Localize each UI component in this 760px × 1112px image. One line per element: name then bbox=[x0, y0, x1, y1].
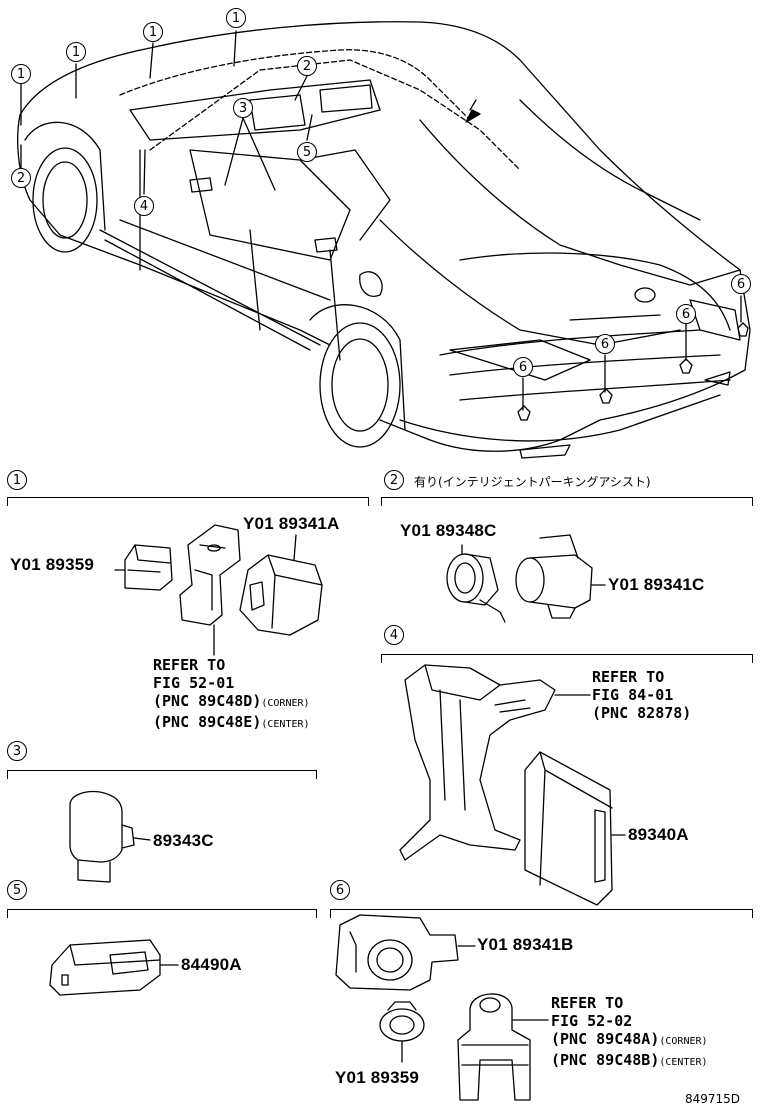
part-label-89341b: Y01 89341B bbox=[477, 935, 574, 954]
section-5-bracket bbox=[7, 909, 317, 918]
section-1-bracket bbox=[7, 497, 369, 506]
refer-note-fig-52-02: REFER TO FIG 52-02 (PNC 89C48A)(CORNER) … bbox=[551, 994, 708, 1069]
callout-2: 2 bbox=[297, 56, 317, 76]
part-label-89340a: 89340A bbox=[628, 825, 689, 844]
part-label-89343c: 89343C bbox=[153, 831, 214, 850]
callout-1: 1 bbox=[143, 22, 163, 42]
callout-6: 6 bbox=[676, 304, 696, 324]
section-5-number: 5 bbox=[7, 880, 27, 900]
part-label-89359-b: Y01 89359 bbox=[335, 1068, 420, 1087]
callout-1: 1 bbox=[226, 8, 246, 28]
callout-2: 2 bbox=[11, 168, 31, 188]
part-label-89341a: Y01 89341A bbox=[243, 514, 340, 533]
callout-1: 1 bbox=[11, 64, 31, 84]
section-2-note: 有り(インテリジェントパーキングアシスト) bbox=[414, 475, 651, 489]
section-4-bracket bbox=[381, 654, 753, 663]
section-6-bracket bbox=[330, 909, 753, 918]
section-1-number: 1 bbox=[7, 470, 27, 490]
part-label-89359: Y01 89359 bbox=[10, 555, 95, 574]
callout-4: 4 bbox=[134, 196, 154, 216]
callout-6: 6 bbox=[513, 357, 533, 377]
section-3-number: 3 bbox=[7, 741, 27, 761]
callout-3: 3 bbox=[233, 98, 253, 118]
section-3-bracket bbox=[7, 770, 317, 779]
part-label-89341c: Y01 89341C bbox=[608, 575, 705, 594]
part-label-84490a: 84490A bbox=[181, 955, 242, 974]
refer-note-fig-52-01: REFER TO FIG 52-01 (PNC 89C48D)(CORNER) … bbox=[153, 656, 310, 731]
callout-6: 6 bbox=[595, 334, 615, 354]
diagram-code: 849715D bbox=[685, 1092, 741, 1106]
refer-note-fig-84-01: REFER TO FIG 84-01 (PNC 82878) bbox=[592, 668, 692, 722]
part-label-89348c: Y01 89348C bbox=[400, 521, 497, 540]
callout-5: 5 bbox=[297, 142, 317, 162]
section-6-number: 6 bbox=[330, 880, 350, 900]
callout-1: 1 bbox=[66, 42, 86, 62]
section-2-bracket bbox=[381, 497, 753, 506]
section-2-number: 2 bbox=[384, 470, 404, 490]
section-4-number: 4 bbox=[384, 625, 404, 645]
callout-6: 6 bbox=[731, 274, 751, 294]
